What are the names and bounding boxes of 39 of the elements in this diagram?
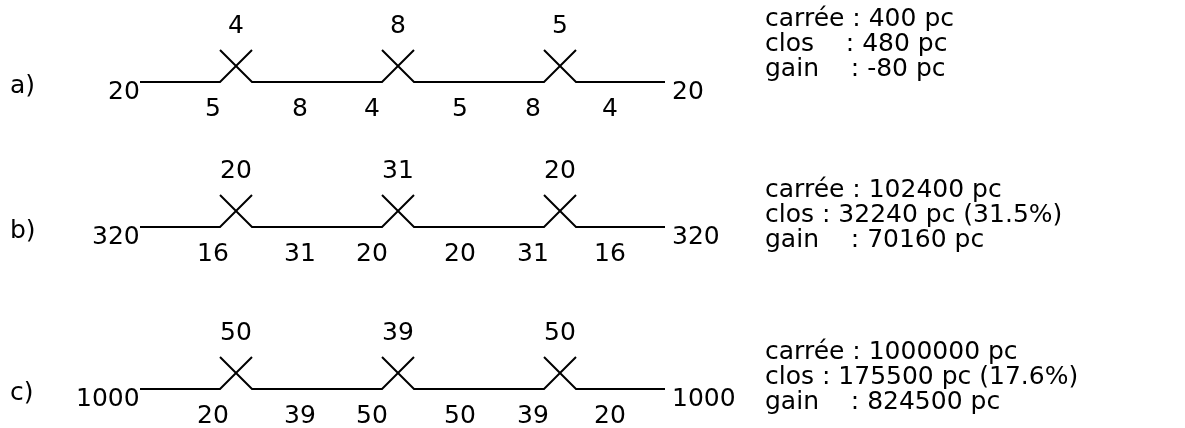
dimension-number: 8	[292, 94, 308, 120]
row-letter: b)	[10, 216, 36, 242]
dimension-number: 8	[525, 94, 541, 120]
dimension-number: 4	[364, 94, 380, 120]
dimension-number: 5	[552, 11, 568, 37]
dimension-number: 39	[284, 401, 316, 427]
dimension-number: 320	[672, 222, 720, 248]
dimension-number: 20	[108, 77, 140, 103]
dimension-number: 50	[220, 318, 252, 344]
row-letter: c)	[10, 378, 34, 404]
dimension-number: 50	[544, 318, 576, 344]
dimension-number: 20	[356, 239, 388, 265]
dimension-number: 1000	[76, 384, 140, 410]
cost-note: carrée : 102400 pc	[765, 175, 1002, 201]
dimension-number: 20	[672, 77, 704, 103]
dimension-number: 50	[356, 401, 388, 427]
dimension-number: 320	[92, 222, 140, 248]
dimension-number: 39	[517, 401, 549, 427]
dimension-number: 1000	[672, 384, 736, 410]
cost-note: carrée : 400 pc	[765, 4, 954, 30]
dimension-number: 31	[517, 239, 549, 265]
dimension-number: 20	[197, 401, 229, 427]
dimension-number: 4	[228, 11, 244, 37]
dimension-number: 20	[594, 401, 626, 427]
cost-note: carrée : 1000000 pc	[765, 337, 1018, 363]
row-letter: a)	[10, 71, 36, 97]
dimension-number: 50	[444, 401, 476, 427]
dimension-number: 20	[444, 239, 476, 265]
dimension-number: 5	[205, 94, 221, 120]
dimension-number: 8	[390, 11, 406, 37]
dimension-number: 20	[544, 156, 576, 182]
dimension-number: 4	[602, 94, 618, 120]
dimension-number: 31	[382, 156, 414, 182]
dimension-number: 20	[220, 156, 252, 182]
dimension-number: 39	[382, 318, 414, 344]
dimension-number: 16	[197, 239, 229, 265]
dimension-number: 31	[284, 239, 316, 265]
dimension-number: 5	[452, 94, 468, 120]
dimension-number: 16	[594, 239, 626, 265]
